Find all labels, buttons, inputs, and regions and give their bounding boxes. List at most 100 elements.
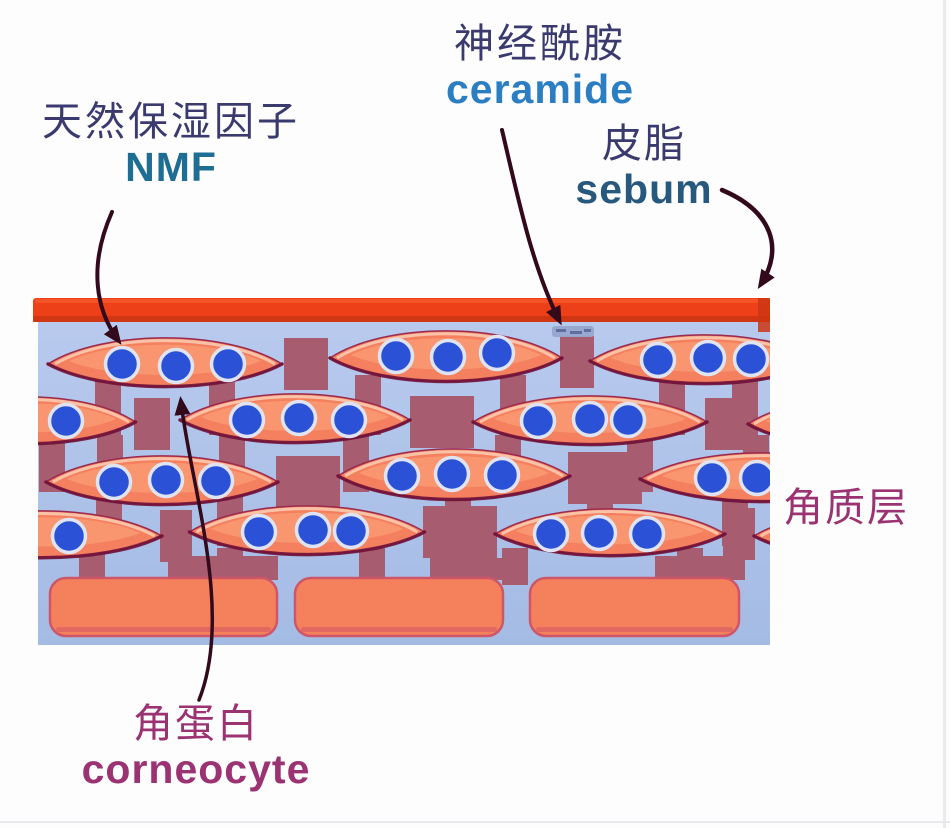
desmosome-connector [502,548,528,585]
basal-cell-edge [301,627,497,632]
cell-top-rim [344,450,564,478]
nmf-dot [95,463,133,501]
lipid-mortar [284,338,328,390]
corneocyte-cell [336,448,572,502]
cell-top-rim [646,454,770,481]
corneocyte-cell [493,508,727,558]
cell-bottom-edge [471,420,709,447]
label-sebum-zh: 皮脂 [602,122,686,166]
nmf-dot [483,456,521,494]
corneocyte-cell [638,452,770,504]
cell-bottom-edge [38,534,164,560]
cell-top-rim [54,339,276,366]
cell-bottom-edge [752,534,770,545]
label-ceramide-en: ceramide [445,65,635,112]
basal-cell-block [528,576,741,638]
nmf-dot [383,457,421,495]
label-sebum: 皮脂 sebum [575,122,712,212]
cell-highlight [766,419,770,423]
nmf-dot [209,345,247,383]
cell-top-rim [501,510,719,536]
sebum-bar [33,298,770,332]
nmf-dot [738,459,770,497]
cell-top-rim [753,414,770,426]
nmf-dot [639,341,677,379]
nmf-dot [47,402,85,440]
cell-bottom-edge [336,474,572,502]
cell-top-rim [38,398,130,424]
corneocyte-cell [38,510,164,560]
nmf-dot [693,459,731,497]
label-corneocyte: 角蛋白 corneocyte [82,702,311,792]
nmf-dot [478,334,516,372]
corneocyte-cell [178,393,412,445]
corneocyte-cell [46,337,284,389]
nmf-dot [429,338,467,376]
nmf-dot [519,402,557,440]
nmf-dot [377,337,415,375]
label-stratum-corneum: 角质层 [783,486,909,531]
corneocyte-cell [752,527,770,545]
lipid-mortar [430,558,520,580]
nmf-dot [280,399,318,437]
nmf-dot [294,511,332,549]
cell-top-rim [38,512,156,538]
basal-cell-block [293,576,505,638]
label-sebum-en: sebum [575,165,713,212]
corneocyte-cell [328,330,564,384]
lipid-mortar [134,398,170,450]
cell-bottom-edge [493,532,727,558]
cell-bottom-edge [746,422,770,436]
corneocyte-cell [471,395,709,447]
lipid-mortar [560,336,594,388]
nmf-dot [103,345,141,383]
nmf-dot [732,340,770,378]
label-corneocyte-en: corneocyte [81,745,311,792]
label-nmf-zh: 天然保湿因子 [42,100,300,144]
ceramide-arrow [500,128,562,326]
corneocyte-cell [187,505,427,557]
nmf-dot [157,347,195,385]
corneocyte-cell [588,334,770,386]
corneocyte-cell [38,396,138,446]
label-corneocyte-zh: 角蛋白 [132,702,259,746]
nmf-dot [332,512,370,550]
cell-top-rim [479,397,701,424]
nmf-dot [580,514,618,552]
nmf-dot [197,462,235,500]
cell-top-rim [596,336,770,363]
label-nmf-en: NMF [125,143,217,190]
stratum-corneum-matrix [38,310,770,645]
nmf-dot [433,455,471,493]
nmf-dot [571,400,609,438]
cell-top-rim [52,457,272,484]
nmf-dot [240,513,278,551]
nmf-dot [147,461,185,499]
corneocyte-arrow [174,396,215,702]
nmf-dot [628,515,666,553]
label-ceramide: 神经酰胺 ceramide [446,22,634,112]
nmf-dot [609,401,647,439]
cell-bottom-edge [588,359,770,386]
nmf-dot [228,401,266,439]
ceramide-streak [552,326,594,337]
label-stratum-corneum-zh: 角质层 [783,486,909,530]
basal-cell-edge [56,627,271,632]
cell-bottom-edge [44,480,280,507]
cell-top-rim [186,395,404,422]
corneocyte-cell [746,412,770,436]
cell-bottom-edge [38,420,138,446]
nmf-dot [689,339,727,377]
nmf-arrow [95,210,122,345]
nmf-dot [50,517,88,555]
cell-top-rim [336,332,556,360]
lipid-mortar [160,510,192,562]
nmf-dot [330,401,368,439]
corneocyte-cell [44,455,280,507]
basal-cell-block [48,576,279,638]
cell-top-rim [195,507,419,534]
label-nmf: 天然保湿因子 NMF [42,100,300,190]
cell-bottom-edge [178,418,412,445]
lipid-mortar [276,456,340,508]
